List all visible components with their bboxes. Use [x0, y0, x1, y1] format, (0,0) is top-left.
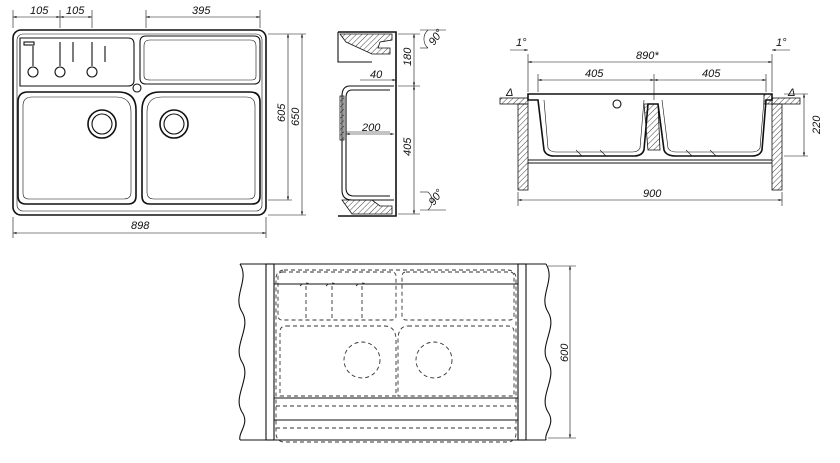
dim-bowl-left: 405: [585, 68, 604, 80]
hidden-drain-right: [415, 341, 453, 379]
side-view: 180 405 40 200 90° 90°: [337, 27, 447, 217]
dim-compartment-2: 105: [66, 5, 85, 17]
dim-slope-left: 1°: [516, 37, 527, 49]
dim-height: 220: [811, 115, 823, 135]
utensil-slots: [23, 41, 106, 78]
delta-left: Δ: [505, 87, 513, 99]
tap-hole: [132, 83, 142, 93]
dim-compartment-1: 105: [30, 5, 49, 17]
cabinet-wall-right: [771, 103, 783, 191]
dim-total-depth: 650: [290, 107, 302, 126]
dim-slope-right: 1°: [776, 37, 787, 49]
front-section: 890* 405 405 1° 1° Δ Δ 220 900: [499, 37, 823, 206]
dim-bowl-depth: 605: [276, 103, 288, 122]
dim-total-width: 898: [131, 220, 150, 232]
sink-outline: [12, 29, 267, 216]
left-bowl: [17, 91, 137, 205]
break-line-left: [238, 263, 246, 441]
side-outline: [338, 31, 397, 217]
dim-bowl-right: 405: [702, 68, 721, 80]
dim-cabinet-width: 900: [643, 188, 662, 200]
dim-inner-width: 200: [361, 122, 381, 134]
dim-top-height: 180: [402, 47, 414, 66]
countertop-right: [771, 97, 801, 105]
install-view: 600: [238, 263, 576, 443]
right-bowl: [141, 91, 261, 205]
drainer-area: [139, 35, 261, 85]
angle-bottom: 90°: [427, 187, 447, 208]
dim-cutout-width: 890*: [636, 50, 659, 62]
hidden-sink-outline: [275, 269, 517, 443]
dim-ledge: 40: [370, 69, 383, 81]
countertop-left: [499, 97, 529, 105]
dim-cabinet-depth: 600: [559, 343, 571, 362]
break-line-right: [544, 263, 552, 441]
hidden-drain-left: [343, 341, 381, 379]
right-drain: [159, 109, 189, 139]
delta-right: Δ: [787, 87, 795, 99]
top-view: 105 105 395 605 650 898: [12, 5, 306, 238]
cabinet-wall-left: [517, 103, 529, 191]
dim-drainer: 395: [192, 5, 211, 17]
dim-bowl-height: 405: [402, 137, 414, 156]
left-drain: [87, 109, 117, 139]
utensil-compartment: [19, 37, 135, 87]
